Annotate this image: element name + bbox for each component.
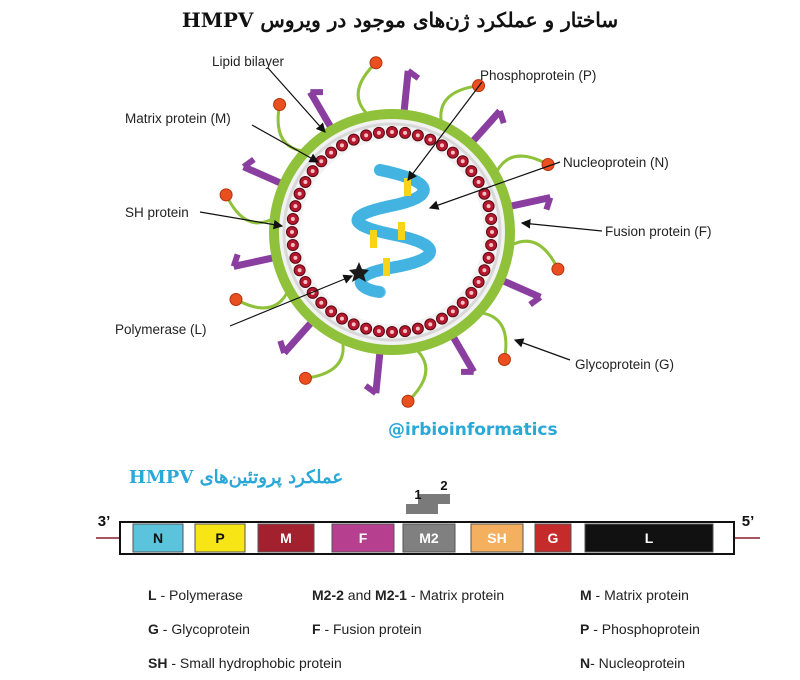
legend-f: F - Fusion protein xyxy=(312,621,422,637)
m2-orf-2-label: 2 xyxy=(440,478,447,493)
svg-text:M: M xyxy=(280,530,292,546)
label-sh-protein: SH protein xyxy=(125,205,189,220)
label-glycoprotein: Glycoprotein (G) xyxy=(575,357,675,372)
m2-orf-1-label: 1 xyxy=(414,487,421,502)
legend-n: N- Nucleoprotein xyxy=(580,655,686,671)
svg-text:M2: M2 xyxy=(419,530,439,546)
gene-sh: SH xyxy=(470,523,524,553)
gene-blocks: N P M F M2 SH G L xyxy=(132,523,714,553)
m2-1-overlap-bar xyxy=(406,504,438,514)
gene-f: F xyxy=(331,523,395,553)
label-lipid-bilayer: Lipid bilayer xyxy=(212,54,285,69)
section-subtitle: عملکرد پروتئین‌های HMPV xyxy=(128,467,344,488)
genome-3-prime-end: 3’ xyxy=(98,513,111,530)
polymerase-star xyxy=(349,262,369,282)
m2-2-overlap-bar xyxy=(418,494,450,504)
gene-n: N xyxy=(132,523,184,553)
gene-p: P xyxy=(194,523,246,553)
label-nucleoprotein: Nucleoprotein (N) xyxy=(563,155,669,170)
svg-text:G: G xyxy=(548,530,559,546)
label-matrix-protein: Matrix protein (M) xyxy=(125,111,231,126)
svg-text:L: L xyxy=(645,530,654,546)
page-title: ساختار و عملکرد ژن‌های موجود در ویروس HM… xyxy=(181,8,619,32)
phosphoprotein-bars xyxy=(370,178,411,276)
legend-m: M - Matrix protein xyxy=(580,587,689,603)
legend-p: P - Phosphoprotein xyxy=(580,621,700,637)
genome-5-prime-end: 5’ xyxy=(742,513,755,530)
matrix-protein-layer xyxy=(286,126,498,338)
label-phosphoprotein: Phosphoprotein (P) xyxy=(480,68,597,83)
gene-m: M xyxy=(257,523,315,553)
watermark-handle: @irbioinformatics xyxy=(388,420,558,440)
svg-text:P: P xyxy=(215,530,224,546)
legend-m2: M2-2 and M2-1 - Matrix protein xyxy=(312,587,505,603)
svg-text:N: N xyxy=(153,530,163,546)
label-polymerase: Polymerase (L) xyxy=(115,322,207,337)
gene-g: G xyxy=(534,523,572,553)
svg-text:SH: SH xyxy=(487,530,506,546)
label-fusion-protein: Fusion protein (F) xyxy=(605,224,712,239)
legend-l: L - Polymerase xyxy=(148,587,243,603)
svg-text:F: F xyxy=(359,530,368,546)
envelope-spikes xyxy=(219,56,565,408)
legend-g: G - Glycoprotein xyxy=(148,621,250,637)
genome-map: 3’ 5’ 1 2 N P M F M2 SH G L xyxy=(96,478,760,555)
virion-diagram xyxy=(199,56,603,408)
legend-sh: SH - Small hydrophobic protein xyxy=(148,655,342,671)
gene-m2: M2 xyxy=(402,523,456,553)
pointer-arrows xyxy=(199,67,603,361)
gene-l: L xyxy=(584,523,714,553)
